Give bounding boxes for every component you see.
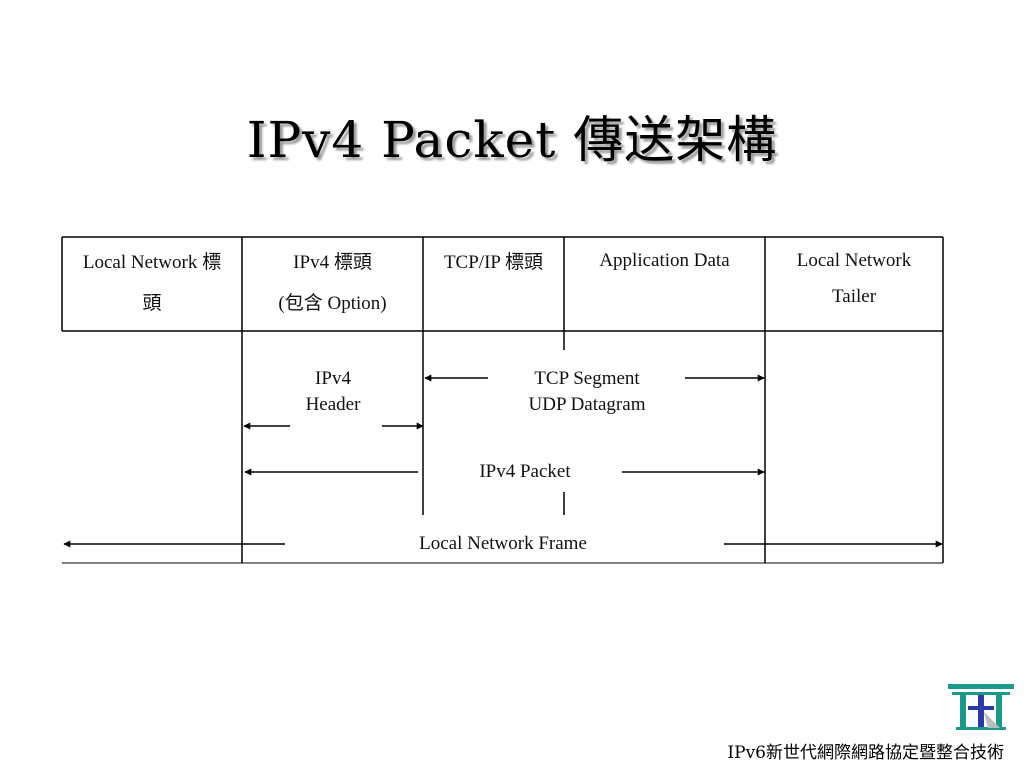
segment-label: TCP Segment UDP Datagram (490, 366, 684, 418)
segment-label-line2: UDP Datagram (528, 393, 646, 415)
segment-label-line1: TCP Segment (534, 368, 640, 389)
column-4-line1: Application Data (599, 250, 730, 271)
column-1-line1: Local Network 標 (82, 252, 222, 273)
column-2-line2: (包含 Option) (278, 293, 387, 314)
ipv4-header-label-line1: IPv4 (315, 368, 351, 389)
ipv4-header-label: IPv4 Header (283, 366, 383, 418)
ipv4-header-label-line2: Header (305, 393, 361, 415)
packet-label: IPv4 Packet (440, 459, 610, 485)
column-3-header: TCP/IP 標頭 (423, 247, 564, 288)
slide-title: IPv4 Packet 傳送架構 (246, 111, 778, 169)
column-2-line1: IPv4 標頭 (293, 252, 372, 273)
column-2-header: IPv4 標頭 (包含 Option) (242, 247, 423, 315)
university-logo (948, 684, 1014, 730)
column-5-line1: Local Network (796, 250, 912, 271)
column-5-line2: Tailer (831, 286, 877, 307)
frame-label: Local Network Frame (393, 531, 613, 557)
column-1-line2: 頭 (142, 293, 162, 314)
column-1-header: Local Network 標 頭 (62, 247, 242, 315)
column-3-line1: TCP/IP 標頭 (443, 252, 544, 273)
column-4-header: Application Data (564, 250, 765, 286)
column-5-header: Local Network Tailer (765, 250, 943, 308)
footer-text: IPv6新世代網際網路協定暨整合技術 (727, 743, 1004, 763)
